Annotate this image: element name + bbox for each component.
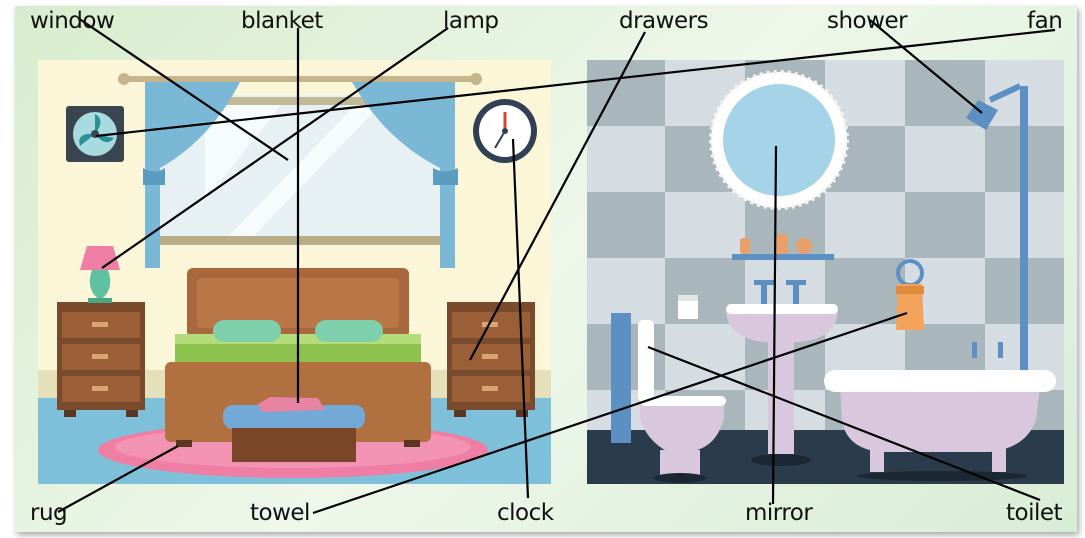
leader-lamp <box>101 27 449 269</box>
nightstand-left <box>57 302 145 417</box>
leader-window <box>77 17 289 161</box>
label-blanket: blanket <box>241 8 323 34</box>
bench <box>223 397 365 462</box>
bedroom-scene <box>38 60 551 484</box>
blanket <box>258 397 325 412</box>
lamp <box>80 246 120 303</box>
clock <box>473 99 537 163</box>
leader-lines <box>57 17 1056 515</box>
mirror <box>709 70 849 210</box>
label-drawers: drawers <box>619 8 709 34</box>
leader-shower <box>869 19 983 114</box>
label-mirror: mirror <box>745 500 813 526</box>
curtain-right <box>352 82 455 268</box>
label-shower: shower <box>827 8 908 34</box>
leader-fan <box>95 28 1056 138</box>
label-towel: towel <box>250 500 310 526</box>
label-toilet: toilet <box>1006 500 1063 526</box>
bathroom-scene <box>587 60 1064 484</box>
label-fan: fan <box>1027 8 1063 34</box>
leader-mirror <box>771 145 778 505</box>
towel <box>896 259 924 330</box>
label-lamp: lamp <box>443 8 499 34</box>
label-clock: clock <box>497 500 554 526</box>
leader-towel <box>312 311 908 515</box>
leader-rug <box>57 445 179 513</box>
sink <box>726 304 838 466</box>
label-rug: rug <box>30 500 68 526</box>
leader-clock <box>511 138 530 499</box>
wall-fan <box>66 106 124 162</box>
leader-toilet <box>647 345 1041 502</box>
leader-drawers <box>469 31 646 361</box>
label-window: window <box>30 8 115 34</box>
